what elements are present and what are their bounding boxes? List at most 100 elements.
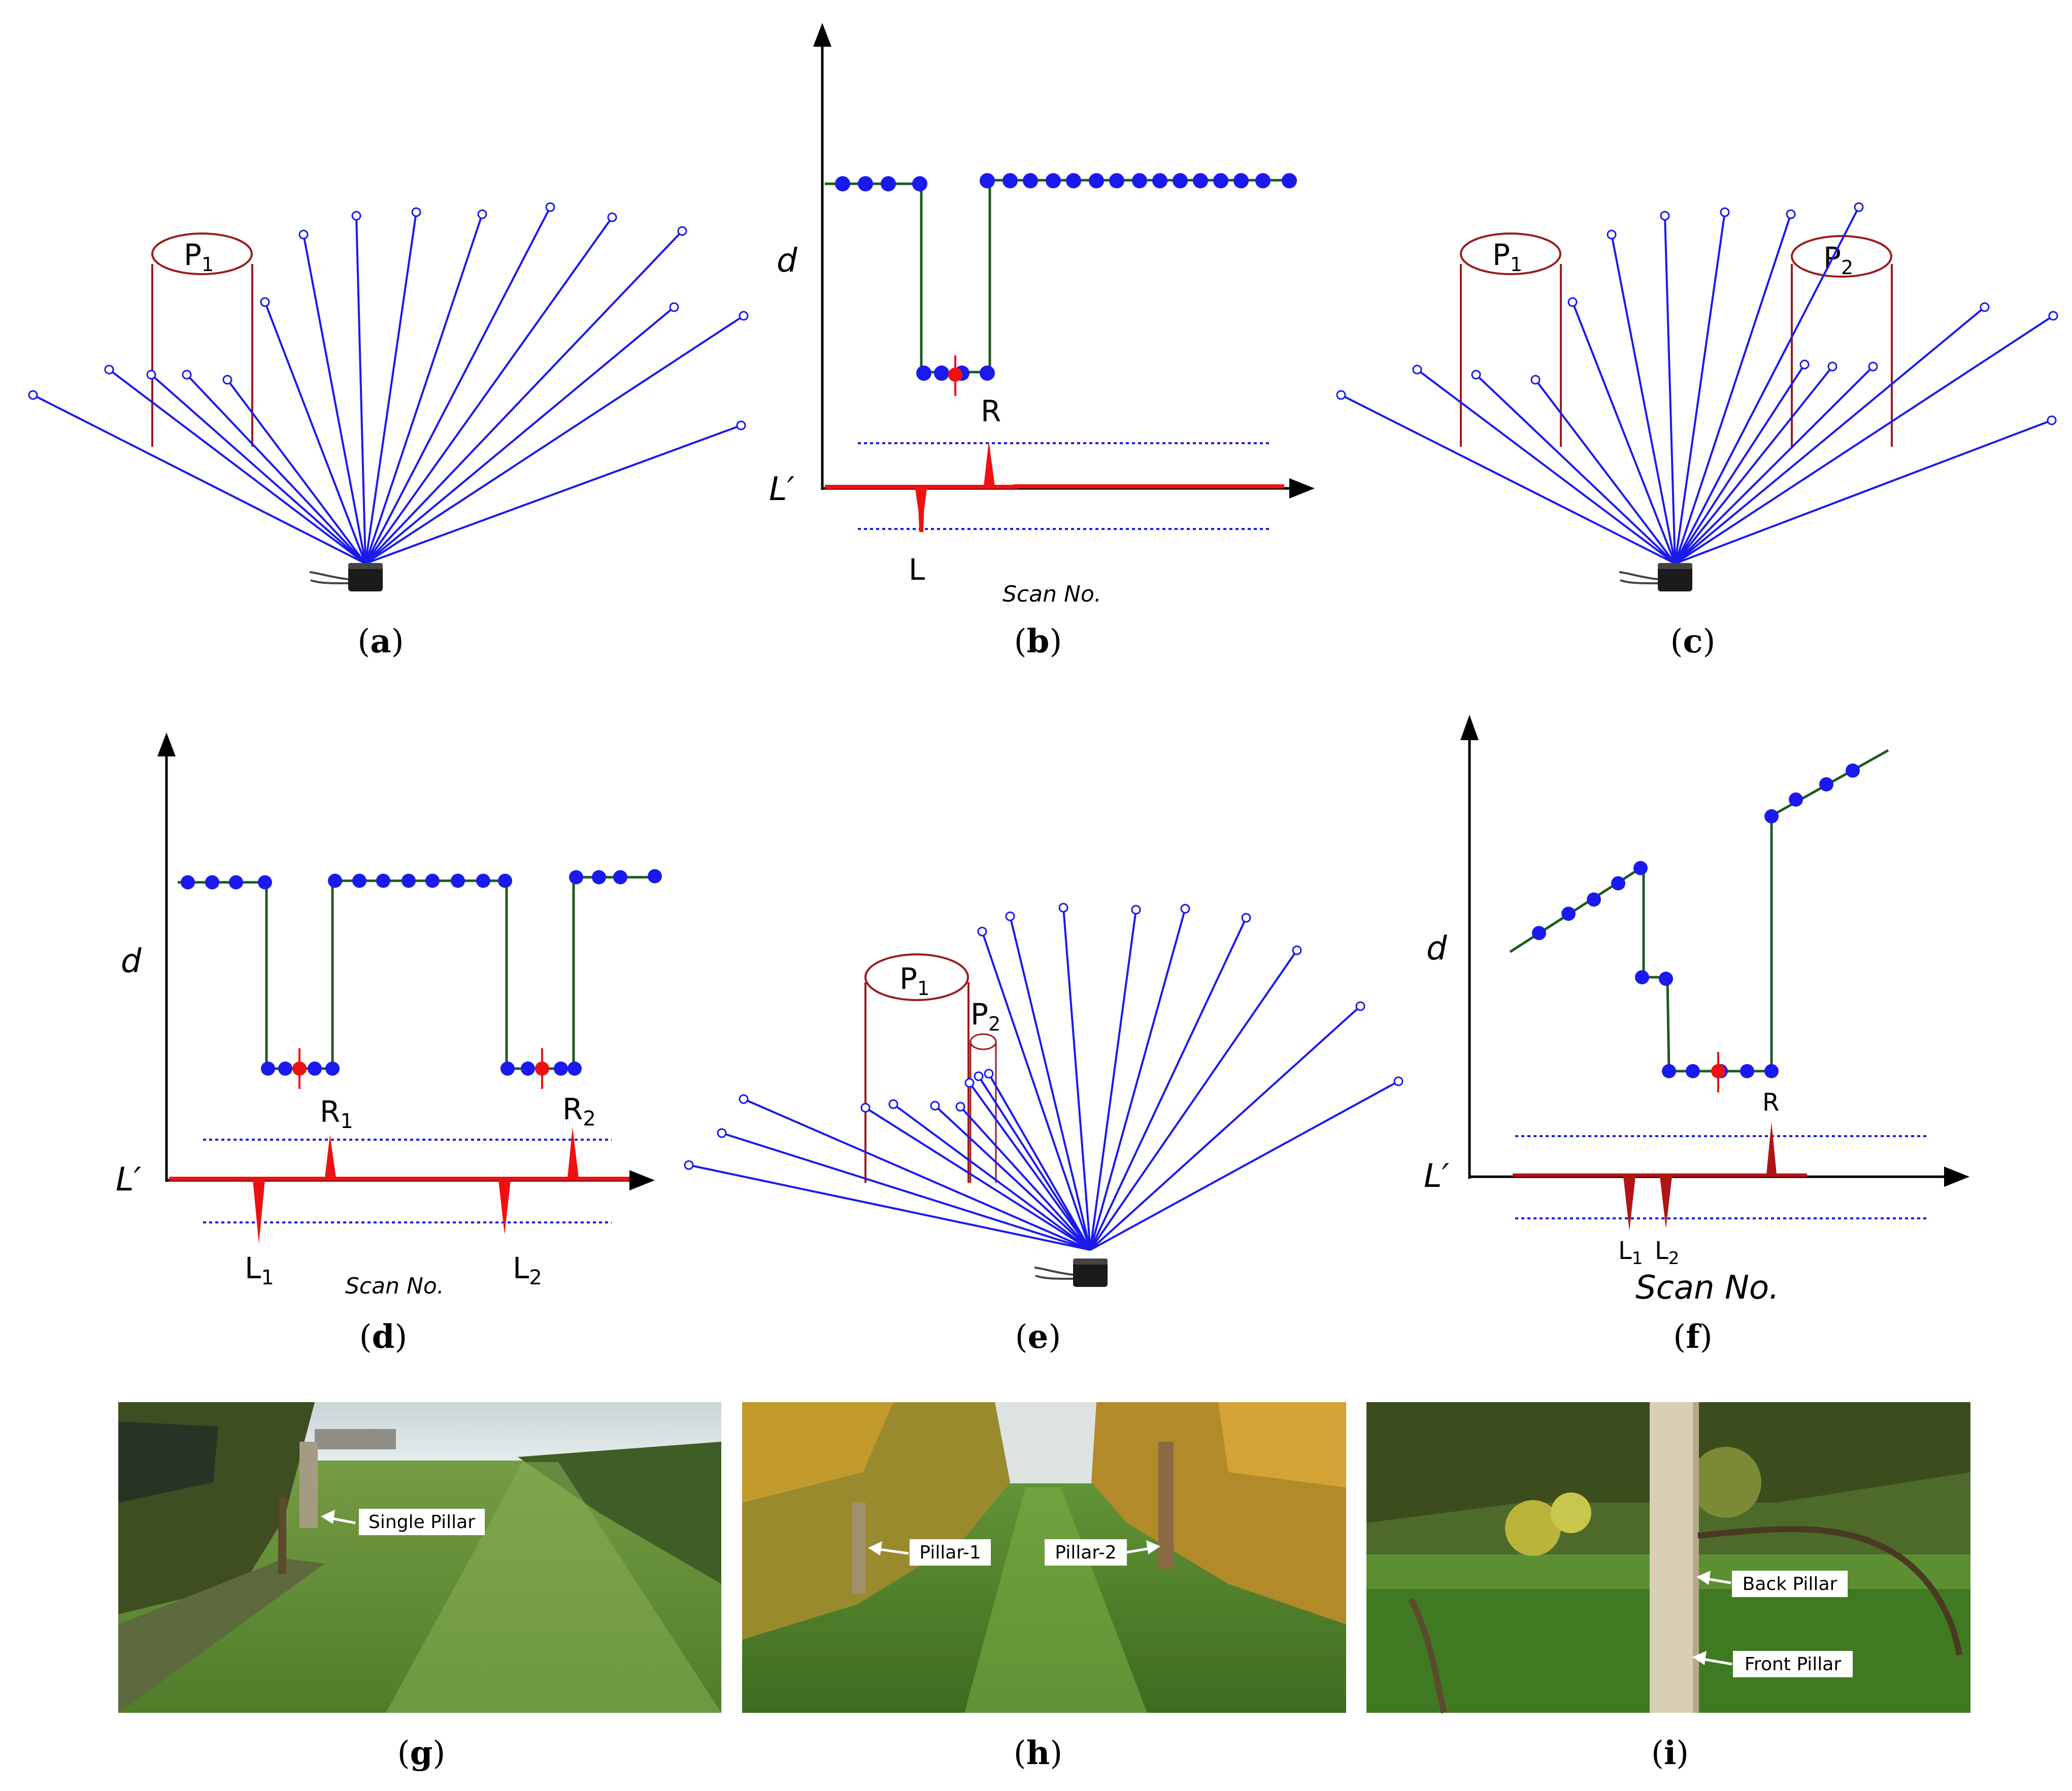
scan-ray xyxy=(1611,234,1676,564)
scan-ray xyxy=(303,234,366,564)
scan-ray xyxy=(364,216,613,565)
peak-l xyxy=(915,488,927,532)
x-axis-arrow xyxy=(1289,478,1315,499)
edge-signal xyxy=(825,484,1284,533)
scan-ray xyxy=(959,1106,1091,1251)
range-sample-dot xyxy=(1561,907,1576,921)
range-sample-dot xyxy=(1764,1064,1779,1078)
range-samples xyxy=(181,869,662,1076)
scan-endpoint xyxy=(1355,1001,1365,1011)
scan-ray xyxy=(1674,306,1986,565)
scan-endpoint xyxy=(1827,361,1837,372)
pillar-label: P1 xyxy=(899,961,929,1000)
scan-ray xyxy=(1674,207,1860,564)
scan-fan xyxy=(28,202,749,565)
range-sample-dot xyxy=(554,1062,568,1076)
range-sample-dot xyxy=(1173,173,1188,188)
scan-endpoint xyxy=(964,1078,975,1088)
photo-vineyard-front-back-pillar xyxy=(1366,1402,1970,1714)
scan-endpoint xyxy=(1530,375,1541,385)
scan-endpoint xyxy=(1292,945,1302,955)
scan-endpoint xyxy=(1799,359,1810,370)
scan-ray xyxy=(1089,1005,1361,1251)
photo-vineyard-two-pillars xyxy=(742,1402,1346,1713)
scan-endpoint xyxy=(2047,415,2057,425)
pillar-p2: P2 xyxy=(1791,235,1893,447)
x-axis-arrow xyxy=(1944,1167,1969,1187)
range-sample-dot xyxy=(1066,173,1081,188)
scan-endpoint xyxy=(411,207,421,217)
range-sample-dot xyxy=(1819,777,1833,791)
range-sample-dot xyxy=(1846,764,1860,778)
photo-vineyard-single-pillar xyxy=(118,1402,721,1713)
range-sample-dot xyxy=(500,1062,515,1076)
svg-text:Front Pillar: Front Pillar xyxy=(1745,1654,1841,1675)
range-sample-dot xyxy=(1233,173,1249,188)
pillar-label: P2 xyxy=(971,997,1000,1035)
range-sample-dot xyxy=(1255,173,1271,188)
scan-ray xyxy=(1534,379,1676,565)
scan-endpoint xyxy=(1786,209,1796,219)
callout-front-pillar: Front Pillar xyxy=(1692,1651,1853,1677)
scan-endpoint xyxy=(1058,903,1068,913)
range-sample-dot xyxy=(261,1062,275,1076)
scan-endpoint xyxy=(28,390,38,400)
scan-ray xyxy=(186,374,366,565)
callout-back-pillar: Back Pillar xyxy=(1696,1571,1848,1597)
scan-ray xyxy=(721,1132,1091,1251)
panel-d: d L′ Scan No. L1 R1 L2 R2 (d) xyxy=(116,733,662,1356)
callout-single-pillar: Single Pillar xyxy=(321,1509,485,1535)
range-sample-dot xyxy=(916,366,931,381)
pillar-center-marker xyxy=(1711,1052,1725,1092)
peak-label-l1: L1 xyxy=(245,1251,274,1289)
svg-text:Back Pillar: Back Pillar xyxy=(1743,1574,1837,1595)
caption-i: (i) xyxy=(1651,1734,1689,1772)
peak-r xyxy=(984,441,995,486)
scan-endpoint xyxy=(1241,913,1251,923)
range-sample-dot xyxy=(835,176,850,191)
range-sample-dot xyxy=(1789,792,1803,807)
peak-label-r1: R1 xyxy=(320,1094,353,1133)
panel-e: P1 P2 (e) xyxy=(684,903,1403,1356)
range-sample-dot xyxy=(912,176,927,191)
scan-ray xyxy=(1674,315,2054,565)
baseline-label: L′ xyxy=(116,1161,142,1199)
range-sample-dot xyxy=(308,1062,322,1076)
scan-ray xyxy=(108,369,366,565)
range-sample-dot xyxy=(1193,173,1208,188)
range-sample-dot xyxy=(229,875,243,889)
panel-f: d L′ Scan No. L1 L2 R (f) xyxy=(1424,715,1969,1356)
x-axis-label: Scan No. xyxy=(345,1273,444,1299)
x-axis-label: Scan No. xyxy=(1635,1269,1779,1307)
scan-ray xyxy=(264,302,366,564)
range-sample-dot xyxy=(1046,173,1061,188)
pillar-center-marker xyxy=(535,1048,549,1089)
scan-ray xyxy=(1062,907,1091,1250)
scan-ray xyxy=(1674,366,1874,565)
baseline-label: L′ xyxy=(769,471,795,508)
scan-endpoint xyxy=(1471,370,1481,380)
scan-ray xyxy=(1089,917,1247,1250)
pillar-p2: P2 xyxy=(970,997,1000,1183)
scan-endpoint xyxy=(1393,1076,1403,1086)
scan-endpoint xyxy=(930,1101,940,1111)
range-sample-dot xyxy=(569,870,583,884)
scan-endpoint xyxy=(477,209,487,219)
range-sample-dot xyxy=(1152,173,1167,188)
scan-endpoint xyxy=(974,1071,984,1081)
scan-ray xyxy=(1089,949,1298,1251)
range-sample-dot xyxy=(567,1062,582,1076)
scan-endpoint xyxy=(1005,911,1015,921)
range-sample-dot xyxy=(934,366,949,381)
scan-endpoint xyxy=(739,1094,749,1104)
scan-ray xyxy=(1572,302,1676,564)
scan-ray xyxy=(364,207,551,564)
range-sample-dot xyxy=(402,874,416,888)
scan-endpoint xyxy=(1660,211,1670,221)
scan-endpoint xyxy=(607,212,617,222)
peak-l1 xyxy=(253,1180,265,1244)
range-sample-dot xyxy=(376,874,390,888)
peak-l2 xyxy=(498,1180,511,1235)
scan-ray xyxy=(1674,366,1833,565)
